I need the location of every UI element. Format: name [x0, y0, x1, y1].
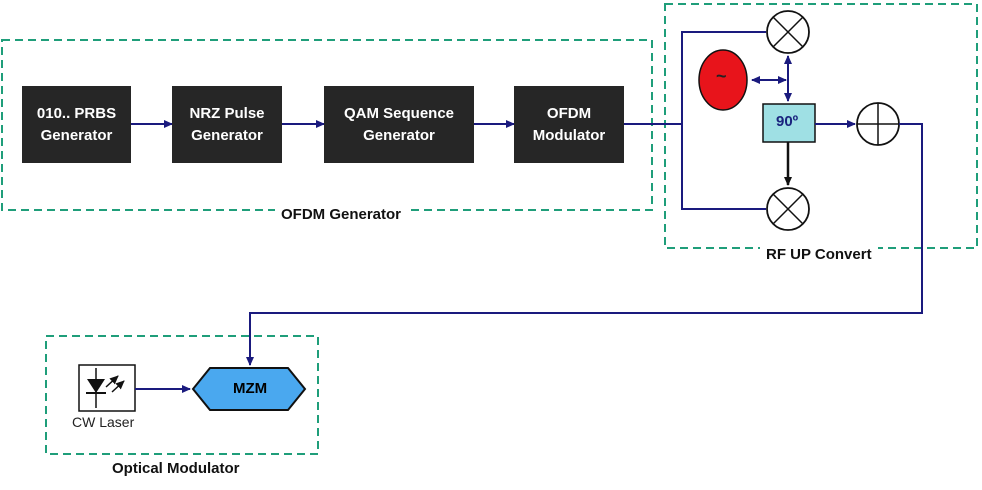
mixer-top-icon: [766, 10, 810, 54]
qam-line2: Generator: [363, 126, 435, 144]
ofdm-line2: Modulator: [532, 126, 606, 144]
wire-rf-to-mzm: [246, 123, 923, 366]
nrz-generator-block: NRZ Pulse Generator: [172, 86, 282, 163]
qam-generator-block: QAM Sequence Generator: [324, 86, 474, 163]
mixer-bottom-icon: [766, 187, 810, 231]
nrz-line1: NRZ Pulse: [189, 104, 265, 122]
wire-to-top-mixer: [681, 31, 766, 124]
ofdm-modulator-block: OFDM Modulator: [514, 86, 624, 163]
rf-up-convert-label: RF UP Convert: [760, 246, 878, 263]
prbs-line1: 010.. PRBS: [36, 104, 117, 122]
oscillator-icon: [698, 49, 748, 111]
optical-modulator-border: [45, 335, 319, 455]
rf-up-convert-border: [664, 3, 978, 249]
phase-shifter-box: [762, 103, 816, 143]
prbs-generator-block: 010.. PRBS Generator: [22, 86, 131, 163]
cw-laser-label: CW Laser: [72, 414, 135, 430]
ofdm-generator-label: OFDM Generator: [275, 206, 408, 223]
mzm-block: [191, 367, 307, 411]
summer-icon: [856, 102, 900, 146]
laser-diode-icon: [78, 364, 136, 412]
phase-shift-label: 90º: [776, 113, 799, 130]
prbs-line2: Generator: [40, 126, 113, 144]
ofdm-line1: OFDM: [546, 104, 592, 122]
nrz-line2: Generator: [191, 126, 263, 144]
wire-to-bottom-mixer: [681, 124, 766, 210]
mzm-label: MZM: [233, 380, 268, 397]
optical-modulator-label: Optical Modulator: [106, 460, 246, 477]
oscillator-symbol: ~: [716, 66, 727, 86]
qam-line1: QAM Sequence: [343, 104, 455, 122]
